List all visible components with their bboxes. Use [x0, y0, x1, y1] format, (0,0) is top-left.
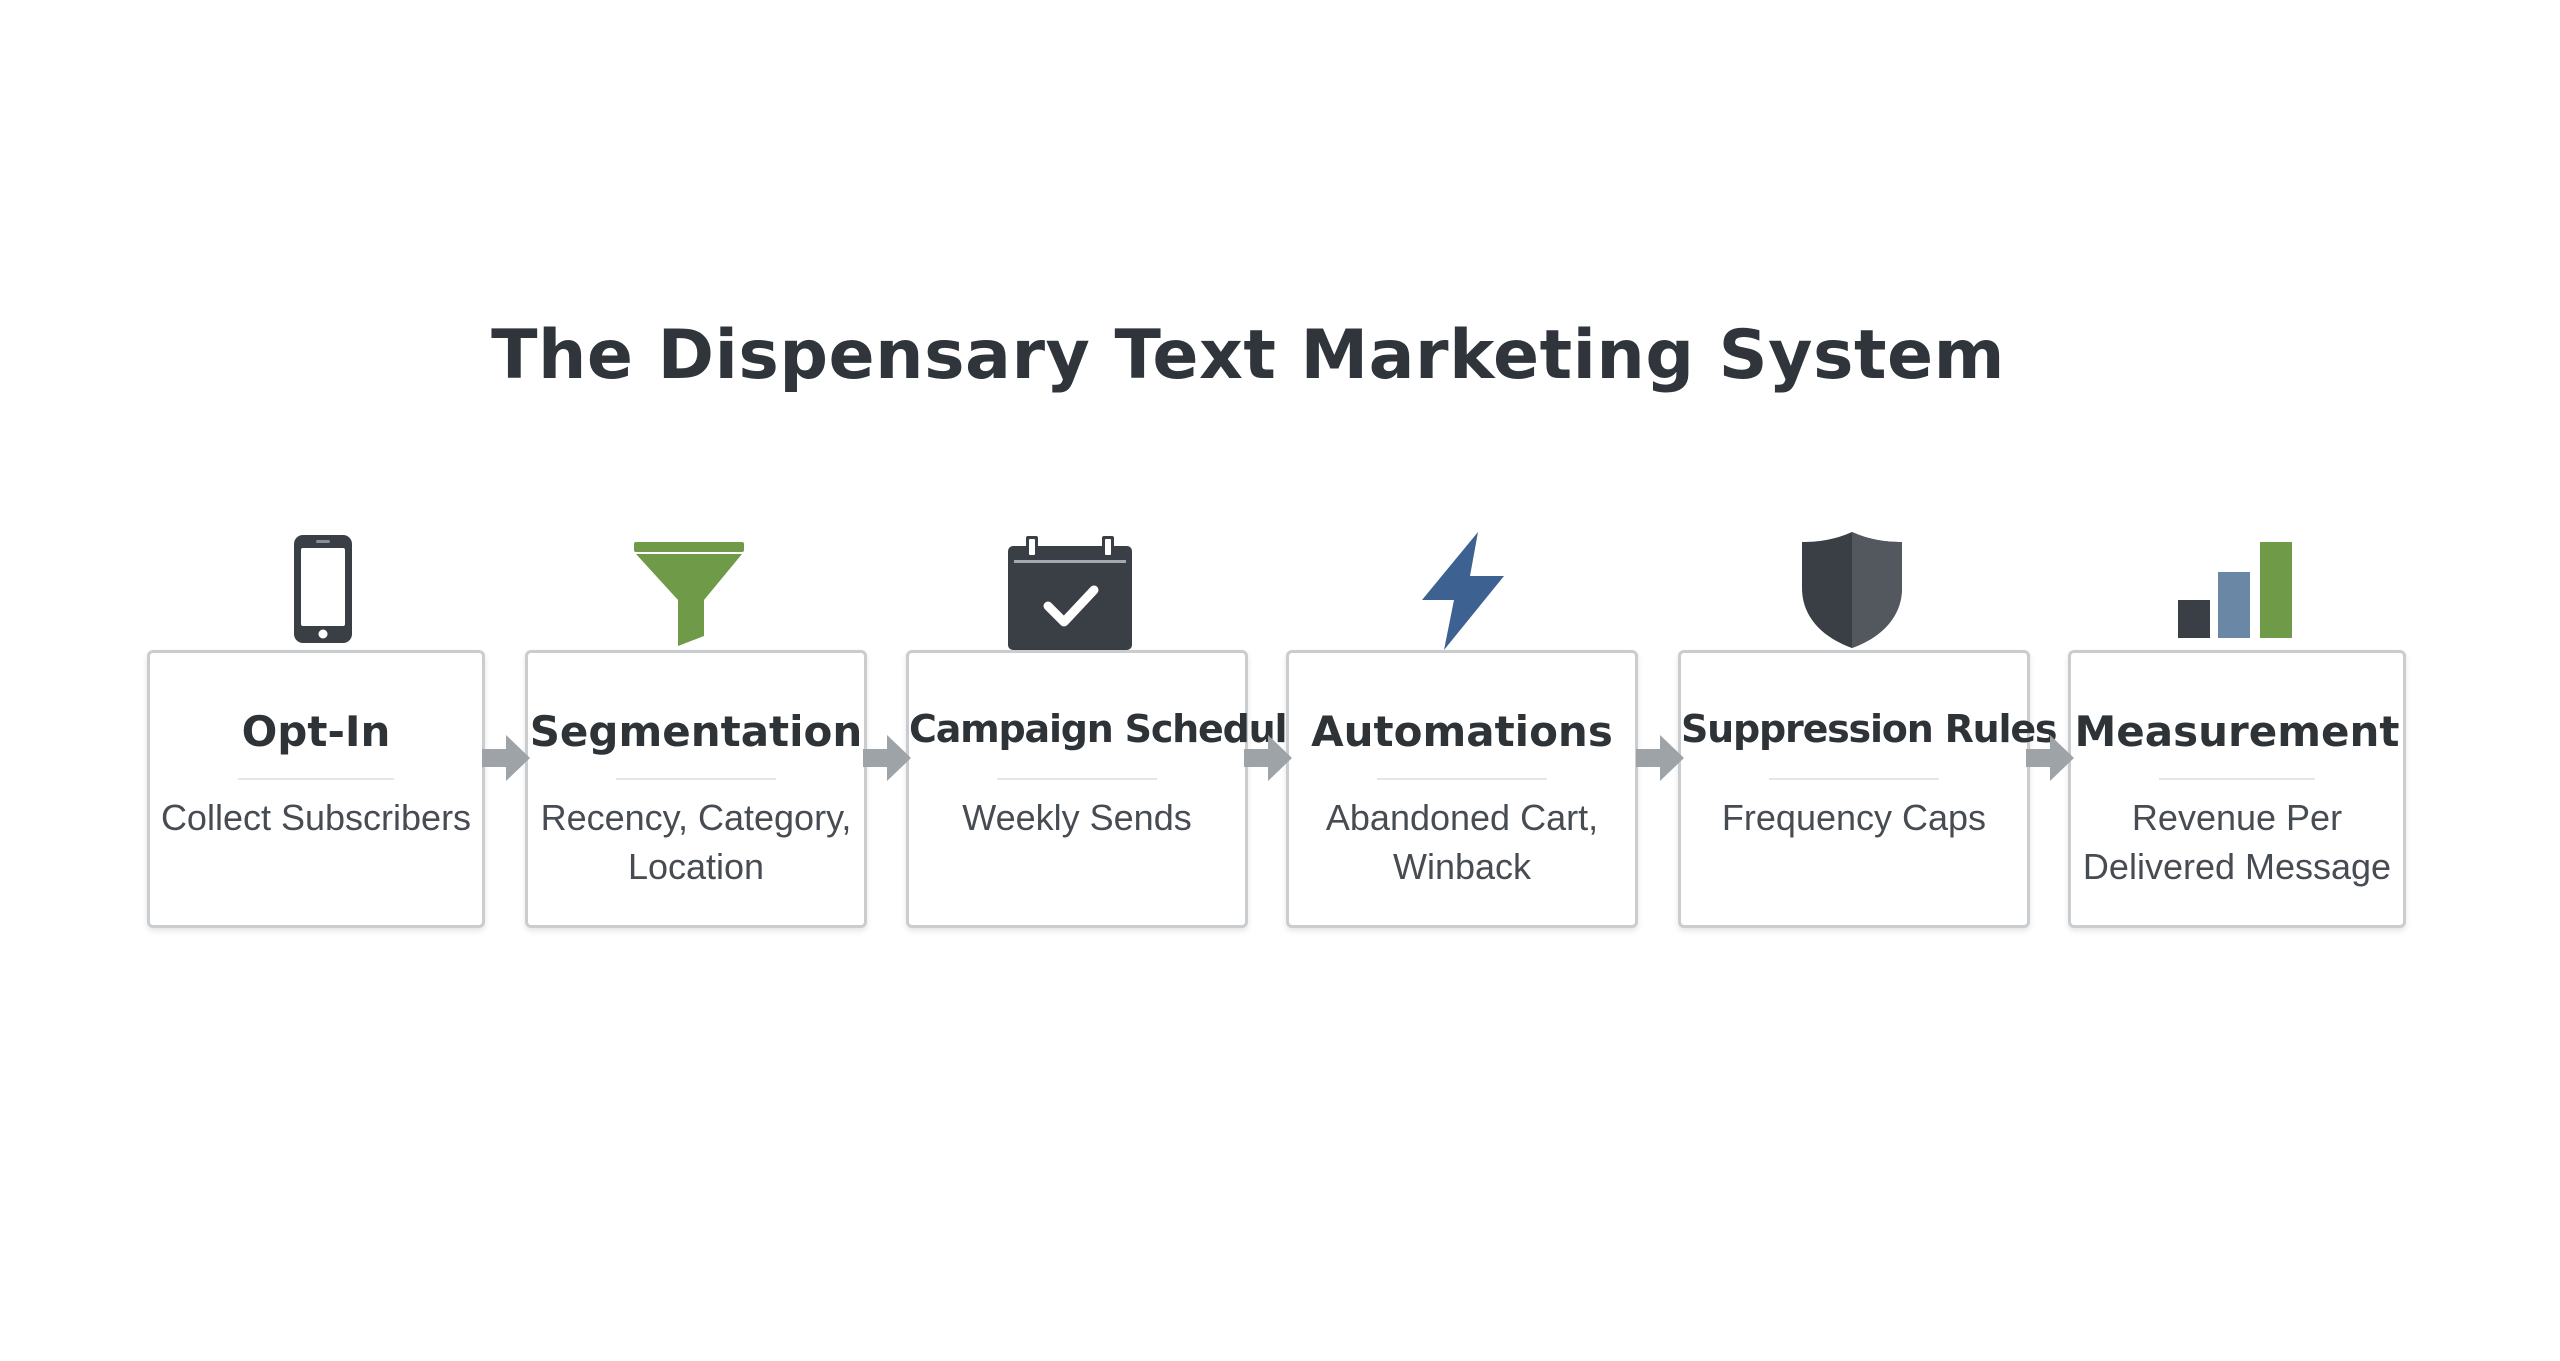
smartphone-icon [290, 532, 356, 646]
step-subtitle: Weekly Sends [962, 797, 1192, 838]
shield-icon [1800, 530, 1904, 650]
lightning-bolt-icon [1418, 532, 1506, 650]
flow-arrow [482, 733, 530, 783]
card-divider [238, 778, 394, 780]
funnel-icon [632, 540, 746, 646]
flow-arrow [1636, 733, 1684, 783]
step-title: Automations [1311, 707, 1613, 756]
page-title: The Dispensary Text Marketing System [491, 316, 2005, 395]
flow-arrow [863, 733, 911, 783]
step-subtitle: Recency, Category,Location [540, 797, 852, 887]
bar-chart-icon [2176, 542, 2294, 638]
step-subtitle: Abandoned Cart,Winback [1325, 797, 1599, 887]
card-divider [1377, 778, 1547, 780]
calendar-check-icon [1006, 536, 1134, 650]
card-divider [2159, 778, 2315, 780]
step-card-opt-in: Opt-In Collect Subscribers [147, 650, 485, 928]
step-title: Suppression Rules [1681, 707, 2058, 751]
flow-arrow [1244, 733, 1292, 783]
step-card-campaign-schedule: Campaign Schedule Weekly Sends [906, 650, 1312, 928]
step-title: Campaign Schedule [909, 707, 1312, 751]
flow-arrow [2026, 733, 2074, 783]
step-card-segmentation: Segmentation Recency, Category,Location [525, 650, 867, 928]
step-title: Segmentation [529, 707, 863, 756]
card-divider [997, 778, 1157, 780]
card-divider [1769, 778, 1939, 780]
step-subtitle: Collect Subscribers [160, 797, 472, 838]
step-title: Opt-In [241, 707, 391, 756]
step-card-suppression-rules: Suppression Rules Frequency Caps [1678, 650, 2058, 928]
step-subtitle: Frequency Caps [1721, 797, 1987, 838]
step-card-automations: Automations Abandoned Cart,Winback [1286, 650, 1638, 928]
step-title: Measurement [2074, 707, 2400, 756]
card-divider [616, 778, 776, 780]
